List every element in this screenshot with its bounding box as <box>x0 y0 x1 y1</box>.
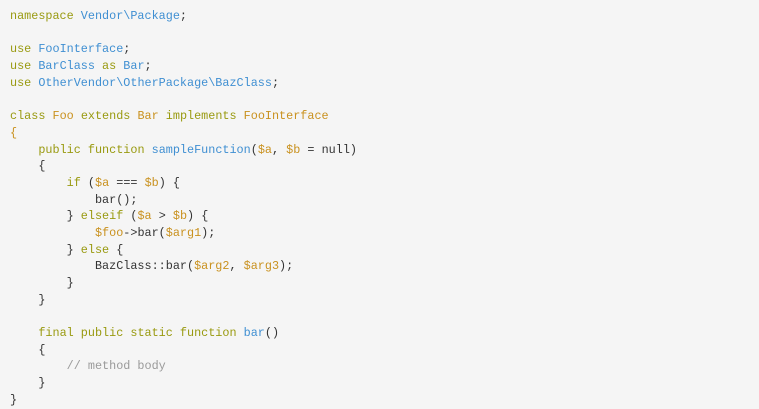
code-token: } <box>10 392 18 407</box>
code-token: () <box>264 326 280 341</box>
code-token: $arg1 <box>165 225 202 240</box>
code-line: use BarClass as Bar; <box>10 58 357 75</box>
code-token: namespace <box>10 9 81 23</box>
code-line: final public static function bar() <box>10 325 357 342</box>
code-token: sampleFunction <box>151 142 251 157</box>
code-token: elseif <box>80 209 124 224</box>
code-token: { <box>10 125 18 140</box>
code-token: $foo <box>94 225 124 240</box>
code-token: } <box>10 292 46 307</box>
code-token: else <box>80 242 110 257</box>
code-line: BazClass::bar($arg2, $arg3); <box>10 258 357 275</box>
code-token: $a <box>94 175 110 190</box>
code-line: } elseif ($a > $b) { <box>10 208 357 225</box>
code-token: $arg3 <box>243 259 280 274</box>
code-token: ; <box>123 42 131 57</box>
code-token: ; <box>271 75 280 90</box>
code-token: } <box>10 242 81 257</box>
code-token: Bar <box>137 109 159 124</box>
code-token: } <box>10 376 46 391</box>
code-token: implements <box>158 109 244 124</box>
code-line: use FooInterface; <box>10 41 357 58</box>
code-token: > <box>151 209 173 224</box>
code-line: } <box>10 375 357 392</box>
code-token: public function <box>38 142 152 157</box>
code-token: use <box>10 42 39 57</box>
code-token <box>10 326 38 340</box>
code-token: ; <box>179 9 188 23</box>
code-token: extends <box>73 109 138 124</box>
code-line: namespace Vendor\Package; <box>10 8 357 25</box>
code-token: $a <box>257 142 272 157</box>
code-token: ); <box>279 259 294 274</box>
code-token: Vendor\Package <box>80 9 180 23</box>
code-token: bar <box>243 326 265 341</box>
code-token: $b <box>144 175 159 190</box>
code-token: Foo <box>52 109 74 124</box>
code-line: { <box>10 342 357 359</box>
code-line: { <box>10 125 357 142</box>
code-token: ( <box>80 175 95 190</box>
code-token: } <box>10 209 81 224</box>
code-token: ) { <box>187 209 209 224</box>
code-token: $b <box>286 142 301 157</box>
code-token: $b <box>172 209 188 224</box>
code-token: as <box>94 59 124 74</box>
code-token: use <box>10 59 39 74</box>
code-token: } <box>10 276 74 290</box>
code-token <box>10 143 38 157</box>
code-line: } <box>10 275 357 292</box>
code-token: = null) <box>300 142 357 157</box>
code-block: namespace Vendor\Package;use FooInterfac… <box>10 8 357 409</box>
code-token: , <box>229 259 244 274</box>
code-token: $arg2 <box>194 259 230 274</box>
code-token: { <box>10 159 46 174</box>
code-token: ( <box>250 142 258 157</box>
code-token <box>10 359 67 373</box>
code-line: public function sampleFunction($a, $b = … <box>10 142 357 159</box>
code-token: , <box>272 142 287 157</box>
code-token: $a <box>137 209 152 224</box>
code-line: } else { <box>10 242 357 259</box>
code-line: } <box>10 292 357 309</box>
code-token: BarClass <box>38 59 95 74</box>
code-line: $foo->bar($arg1); <box>10 225 357 242</box>
code-line: // method body <box>10 358 357 375</box>
code-token: ) { <box>158 175 180 190</box>
code-token <box>10 226 95 240</box>
code-token: use <box>10 75 39 90</box>
code-token: // method body <box>66 359 166 374</box>
code-token: === <box>109 175 145 190</box>
code-line <box>10 91 357 108</box>
code-line <box>10 25 357 42</box>
code-token: BazClass::bar( <box>10 259 195 274</box>
code-token: bar(); <box>10 192 138 207</box>
code-token: class <box>10 109 53 124</box>
code-token: FooInterface <box>38 42 124 57</box>
code-line: { <box>10 158 357 175</box>
code-token: { <box>10 342 46 357</box>
code-line: } <box>10 392 357 409</box>
code-line: if ($a === $b) { <box>10 175 357 192</box>
code-token: ->bar( <box>123 225 166 240</box>
code-token: FooInterface <box>243 109 329 124</box>
code-token: ); <box>201 225 216 240</box>
code-token: { <box>109 242 124 257</box>
code-token: ; <box>144 59 152 74</box>
code-line: class Foo extends Bar implements FooInte… <box>10 108 357 125</box>
code-line: use OtherVendor\OtherPackage\BazClass; <box>10 75 357 92</box>
code-token: ( <box>123 209 138 224</box>
code-token <box>10 176 67 190</box>
code-token: final public static function <box>38 326 244 341</box>
code-token: OtherVendor\OtherPackage\BazClass <box>38 75 272 90</box>
code-token: Bar <box>123 59 145 74</box>
code-line <box>10 308 357 325</box>
code-token: if <box>66 175 81 190</box>
code-line: bar(); <box>10 192 357 209</box>
